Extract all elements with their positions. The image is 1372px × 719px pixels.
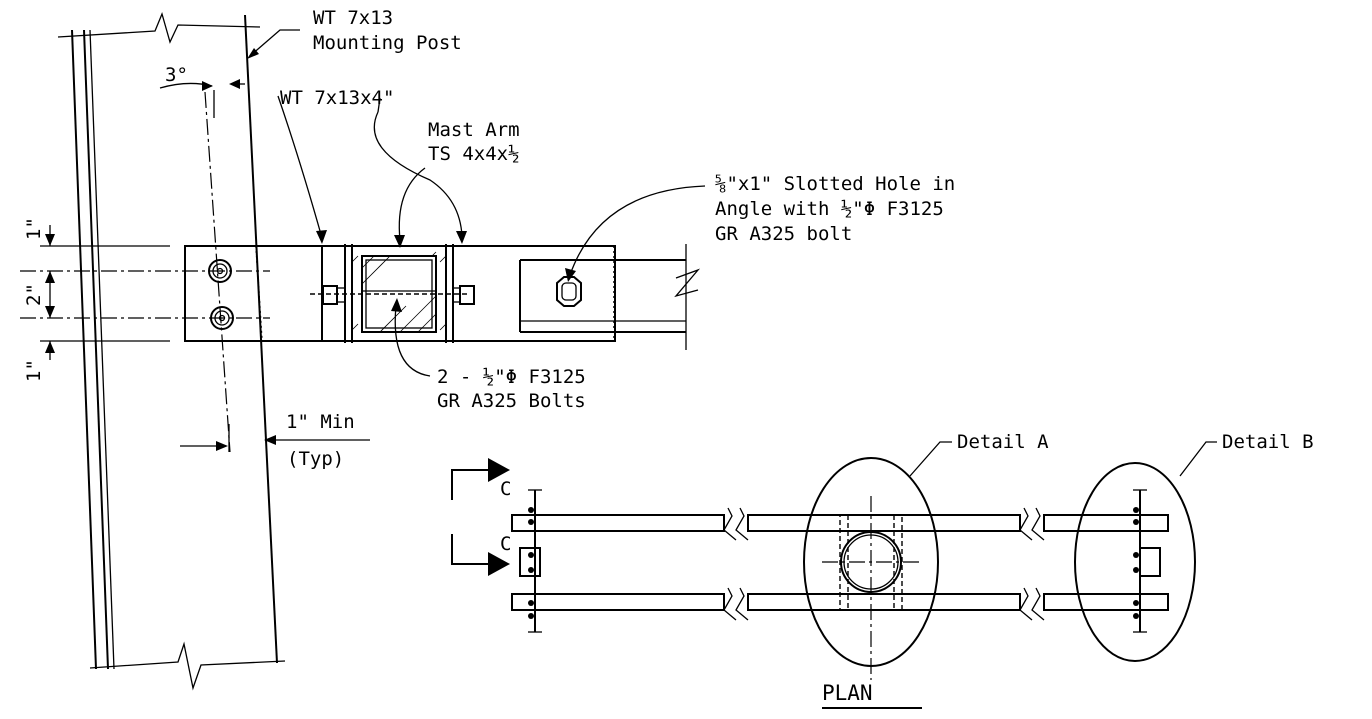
mast-arm-label-2: TS 4x4x½ bbox=[428, 143, 520, 165]
section-label-bottom: C bbox=[500, 533, 511, 555]
detail-a-label: Detail A bbox=[957, 431, 1049, 453]
plan-rails bbox=[511, 507, 1169, 621]
angle-label: 3° bbox=[165, 64, 188, 86]
wt-short-leader-right bbox=[373, 111, 463, 237]
detail-b-leader bbox=[1179, 441, 1217, 477]
min-edge-label-2: (Typ) bbox=[287, 448, 344, 470]
mounting-post-leader bbox=[249, 29, 300, 57]
dimension-bottom: 1" bbox=[23, 359, 45, 382]
mounting-post bbox=[57, 12, 286, 691]
mounting-post-label-2: Mounting Post bbox=[313, 32, 462, 54]
slotted-hole-leader bbox=[569, 185, 706, 276]
mounting-post-label-1: WT 7x13 bbox=[313, 7, 393, 29]
plan-title: PLAN bbox=[822, 681, 873, 705]
bolts-label-2: GR A325 Bolts bbox=[437, 390, 586, 412]
min-edge-label-1: 1" Min bbox=[286, 411, 355, 433]
slotted-hole-label-2: Angle with ½"Φ F3125 bbox=[715, 198, 944, 220]
section-label-top: C bbox=[500, 478, 511, 500]
detail-b-label: Detail B bbox=[1222, 431, 1314, 453]
post-centerline bbox=[204, 91, 231, 453]
detail-a-leader bbox=[909, 441, 952, 477]
slotted-hole-bolt bbox=[556, 276, 582, 307]
bolts-label-1: 2 - ½"Φ F3125 bbox=[437, 366, 586, 388]
plan-bracket-right bbox=[1133, 489, 1161, 633]
wt-short-leader-left bbox=[277, 95, 323, 239]
wt-short-label: WT 7x13x4" bbox=[280, 87, 394, 109]
mast-arm-label-1: Mast Arm bbox=[428, 119, 520, 141]
mast-arm-extension bbox=[519, 244, 701, 350]
detail-b-ellipse bbox=[1074, 462, 1196, 662]
section-marker-top bbox=[451, 458, 510, 500]
slotted-hole-label-3: GR A325 bolt bbox=[715, 223, 852, 245]
plan-bracket-left bbox=[519, 489, 542, 633]
slotted-hole-label-1: ⅝"x1" Slotted Hole in bbox=[715, 173, 955, 195]
detail-a-ellipse bbox=[803, 457, 939, 667]
mast-arm-leader bbox=[398, 167, 426, 241]
dimension-middle: 2" bbox=[23, 283, 45, 306]
vertical-dimension-chain bbox=[45, 225, 55, 360]
through-bolt-nuts bbox=[322, 285, 475, 305]
bolts-leader bbox=[394, 305, 431, 377]
dimension-top: 1" bbox=[23, 217, 45, 240]
plan-center-connection bbox=[822, 496, 920, 680]
section-marker-bottom bbox=[451, 534, 510, 576]
